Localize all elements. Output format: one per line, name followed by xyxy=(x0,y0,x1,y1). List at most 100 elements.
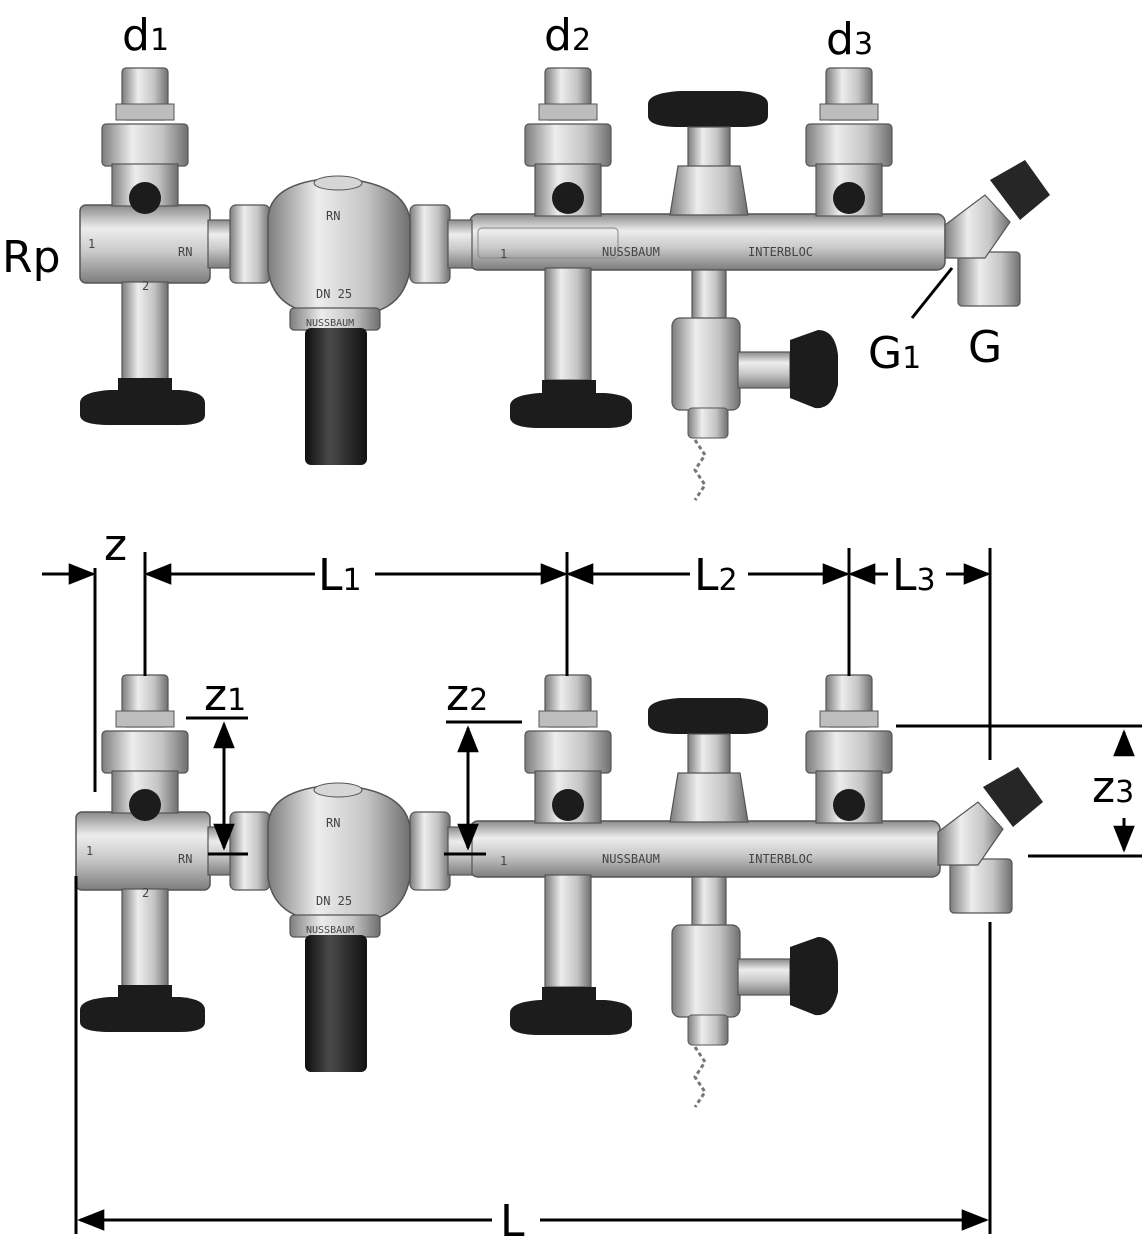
label-d1: d1 xyxy=(122,10,169,61)
reducer-union-left xyxy=(229,204,271,284)
fitting-ring xyxy=(819,103,879,121)
valve-knob-icon xyxy=(833,789,865,821)
valve-stem-down xyxy=(121,281,169,383)
body-markings-bottom: 1 RN 2 RN DN 25 NUSSBAUM 1 NUSSBAUM INTE… xyxy=(86,816,813,936)
handwheel-icon xyxy=(80,997,205,1032)
manifold-assembly-top xyxy=(79,67,1050,501)
valve-knob-icon xyxy=(129,789,161,821)
manifold-body xyxy=(469,820,941,878)
marking-left-1: 1 xyxy=(86,844,93,858)
manifold-recess xyxy=(477,227,619,259)
dim-label-z3: z3 xyxy=(1092,762,1134,813)
dim-label-l1: L1 xyxy=(318,550,362,601)
marking-manifold-1: 1 xyxy=(500,854,507,868)
handwheel-icon xyxy=(790,937,838,1016)
pressure-reducer-icon xyxy=(267,177,411,311)
dim-label-l: L xyxy=(500,1196,525,1247)
valve-stem-down xyxy=(121,888,169,990)
drain-valve xyxy=(671,876,838,1108)
center-valve-top xyxy=(648,91,768,216)
vent-cap xyxy=(983,767,1043,827)
manifold-body xyxy=(469,213,946,271)
vent-cap xyxy=(990,160,1050,220)
drain-side-connector xyxy=(737,351,791,389)
handwheel-hub xyxy=(118,378,172,394)
valve-spindle xyxy=(687,126,731,168)
fitting-ring xyxy=(538,710,598,728)
reducer-union-right xyxy=(409,811,451,891)
marking-manifold-brand: NUSSBAUM xyxy=(602,245,660,259)
g1-leader-line xyxy=(910,267,954,319)
vent-socket xyxy=(957,251,1021,307)
drain-stem xyxy=(691,269,727,321)
handwheel-icon xyxy=(510,393,632,428)
reducer-union-left xyxy=(229,811,271,891)
handwheel-icon xyxy=(648,91,768,127)
inlet-valve-body xyxy=(79,204,211,284)
reducer-spring-housing xyxy=(305,935,367,1072)
marking-reducer-rn: RN xyxy=(326,816,340,830)
inlet-valve-body xyxy=(75,811,211,891)
reducer-spring-housing xyxy=(305,328,367,465)
valve-bonnet xyxy=(669,165,749,216)
vent-socket xyxy=(949,858,1013,914)
drain-body xyxy=(671,317,741,411)
handwheel-icon xyxy=(80,390,205,425)
marking-left-1: 1 xyxy=(88,237,95,251)
reducer-union-right xyxy=(409,204,451,284)
fitting-ring xyxy=(538,103,598,121)
angle-vent-valve xyxy=(937,767,1043,914)
body-markings-top: 1 RN 2 RN DN 25 NUSSBAUM 1 NUSSBAUM INTE… xyxy=(88,209,813,329)
drain-cap xyxy=(687,407,729,439)
outlet-stack-2 xyxy=(510,67,632,428)
label-g1: G1 xyxy=(868,328,921,379)
handwheel-hub xyxy=(542,380,596,396)
label-d3: d3 xyxy=(826,14,873,65)
vent-body xyxy=(937,801,1004,866)
outlet-stack-1 xyxy=(80,674,205,1032)
drain-valve xyxy=(671,269,838,501)
drain-body xyxy=(671,924,741,1018)
marking-manifold-1: 1 xyxy=(500,247,507,261)
reducer-cap xyxy=(313,175,363,191)
marking-reducer-dn: DN 25 xyxy=(316,894,352,908)
reducer-connector-right xyxy=(447,219,473,269)
marking-left-rn: RN xyxy=(178,852,192,866)
union-nut xyxy=(524,123,612,167)
center-valve-top xyxy=(648,698,768,823)
manifold-assembly-bottom xyxy=(75,674,1043,1108)
drain-cap xyxy=(687,1014,729,1046)
handwheel-hub xyxy=(542,987,596,1003)
valve-stem-down xyxy=(544,267,592,381)
marking-reducer-dn: DN 25 xyxy=(316,287,352,301)
reducer-cap xyxy=(313,782,363,798)
label-rp: Rp xyxy=(2,232,61,283)
chain-icon xyxy=(693,1046,707,1108)
dim-label-l2: L2 xyxy=(694,550,738,601)
valve-stem-down xyxy=(544,874,592,988)
union-nut xyxy=(805,730,893,774)
handwheel-icon xyxy=(648,698,768,734)
marking-manifold-brand: NUSSBAUM xyxy=(602,852,660,866)
drain-stem xyxy=(691,876,727,928)
drain-side-connector xyxy=(737,958,791,996)
dim-label-z2: z2 xyxy=(446,670,488,721)
marking-reducer-brand: NUSSBAUM xyxy=(306,318,354,329)
outlet-stack-3 xyxy=(805,67,893,217)
union-nut xyxy=(524,730,612,774)
vent-body xyxy=(944,194,1011,259)
valve-knob-icon xyxy=(833,182,865,214)
marking-reducer-brand: NUSSBAUM xyxy=(306,925,354,936)
valve-knob-icon xyxy=(552,789,584,821)
valve-knob-icon xyxy=(552,182,584,214)
fitting-ring xyxy=(115,710,175,728)
marking-left-rn: RN xyxy=(178,245,192,259)
label-d2: d2 xyxy=(544,10,591,61)
union-nut xyxy=(101,123,189,167)
marking-left-2: 2 xyxy=(142,279,149,293)
handwheel-icon xyxy=(510,1000,632,1035)
marking-manifold-series: INTERBLOC xyxy=(748,852,813,866)
handwheel-hub xyxy=(118,985,172,1001)
marking-manifold-series: INTERBLOC xyxy=(748,245,813,259)
